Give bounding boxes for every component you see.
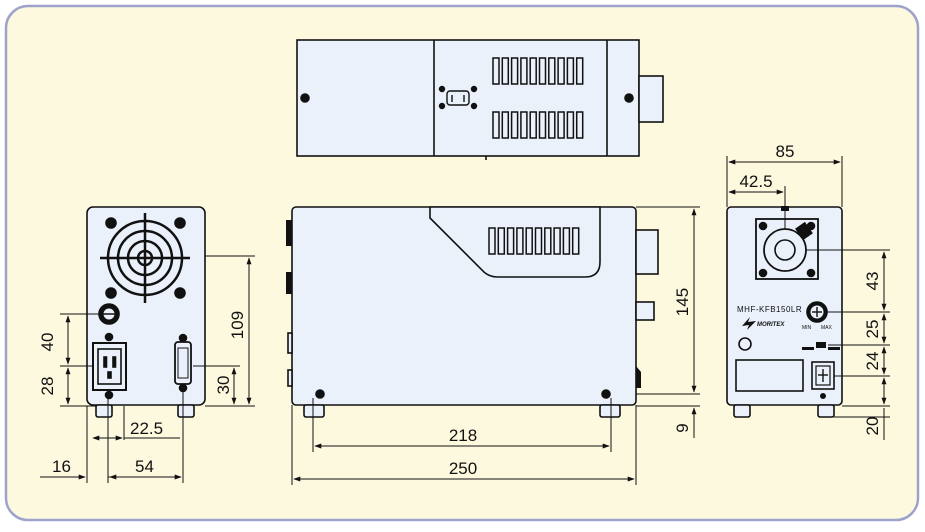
dim-40: 40 xyxy=(38,333,57,352)
side-view-connector xyxy=(635,229,659,275)
vent-slot xyxy=(488,227,496,255)
top-view xyxy=(296,39,664,160)
dim-145: 145 xyxy=(673,288,692,316)
brand-logo-icon xyxy=(742,317,756,330)
vent-slot xyxy=(501,57,510,85)
vent-slot xyxy=(538,111,547,139)
side-dimension-labels: 145 9 218 250 xyxy=(449,288,692,478)
vent-slot xyxy=(529,57,537,85)
vent-slot xyxy=(529,111,537,139)
vent-slot xyxy=(571,227,580,255)
top-screw-right xyxy=(624,93,634,103)
vent-slot xyxy=(520,111,528,139)
front-foot-right xyxy=(177,404,195,418)
rear-view xyxy=(726,206,843,418)
power-switch-icon xyxy=(811,361,835,399)
fuse-holder-icon xyxy=(98,303,120,325)
dim-22-5: 22.5 xyxy=(130,419,163,438)
dim-9: 9 xyxy=(673,423,692,432)
vent-slot xyxy=(544,227,552,255)
rear-foot-left xyxy=(733,404,751,418)
knob-min-label: MIN xyxy=(802,325,812,331)
pilot-lamp-icon xyxy=(738,337,752,351)
vent-slot xyxy=(497,227,506,255)
vent-slot xyxy=(492,57,500,85)
dim-43: 43 xyxy=(863,272,882,291)
front-foot-left xyxy=(95,404,113,418)
brightness-knob-icon xyxy=(806,301,828,323)
side-view-knob xyxy=(635,301,655,321)
vent-slot xyxy=(548,57,556,85)
dim-25: 25 xyxy=(863,320,882,339)
vent-slot xyxy=(553,227,561,255)
vent-slot xyxy=(548,111,556,139)
vent-slot xyxy=(510,57,519,85)
side-dimensions xyxy=(291,206,700,485)
vent-slot xyxy=(501,111,510,139)
selector-switch-icon xyxy=(802,342,840,350)
dim-16: 16 xyxy=(52,457,71,476)
rear-dimension-labels: 85 42.5 43 25 24 20 xyxy=(739,142,882,435)
dim-218: 218 xyxy=(449,426,477,445)
dim-42-5: 42.5 xyxy=(739,172,772,191)
vent-slot xyxy=(575,57,584,85)
side-foot-right xyxy=(599,404,621,418)
dim-20: 20 xyxy=(863,417,882,436)
front-dimension-labels: 40 28 109 30 22.5 16 54 xyxy=(38,311,247,476)
label-plate xyxy=(735,359,804,392)
vent-slot xyxy=(557,57,565,85)
vent-slot xyxy=(575,111,584,139)
vent-slot xyxy=(506,227,515,255)
top-view-connector xyxy=(638,75,664,123)
top-vents-lower xyxy=(492,111,584,139)
front-view xyxy=(86,206,206,418)
dim-85: 85 xyxy=(776,142,795,161)
vent-slot xyxy=(562,227,571,255)
vent-slot xyxy=(566,57,575,85)
side-view-louver-panel xyxy=(429,206,601,278)
fan-icon xyxy=(100,213,190,303)
dim-54: 54 xyxy=(135,457,154,476)
rear-dimensions xyxy=(726,156,890,440)
vent-slot xyxy=(516,227,524,255)
vent-slot xyxy=(538,57,547,85)
vent-slot xyxy=(492,111,500,139)
vent-slot xyxy=(534,227,543,255)
vent-slot xyxy=(566,111,575,139)
brand-label: MORITEX xyxy=(757,322,785,328)
dim-109: 109 xyxy=(228,311,247,339)
vent-slot xyxy=(520,57,528,85)
dim-28: 28 xyxy=(38,377,57,396)
dim-250: 250 xyxy=(449,459,477,478)
dim-30: 30 xyxy=(214,376,233,395)
front-dimensions xyxy=(40,255,255,483)
vent-slot xyxy=(510,111,519,139)
top-vents-upper xyxy=(492,57,584,85)
knob-max-label: MAX xyxy=(821,325,833,331)
top-screw-left xyxy=(300,93,310,103)
side-vents xyxy=(488,227,580,255)
side-view xyxy=(286,206,659,418)
top-view-body xyxy=(296,39,640,157)
vent-slot xyxy=(557,111,565,139)
dim-24: 24 xyxy=(863,352,882,371)
light-guide-port-icon xyxy=(755,206,819,280)
model-label: MHF-KFB150LR xyxy=(737,305,802,314)
dsub-connector-icon xyxy=(174,333,192,393)
rear-foot-right xyxy=(817,404,835,418)
side-foot-left xyxy=(303,404,325,418)
power-inlet-icon xyxy=(92,332,127,400)
handle-icon xyxy=(438,85,478,110)
vent-slot xyxy=(525,227,533,255)
